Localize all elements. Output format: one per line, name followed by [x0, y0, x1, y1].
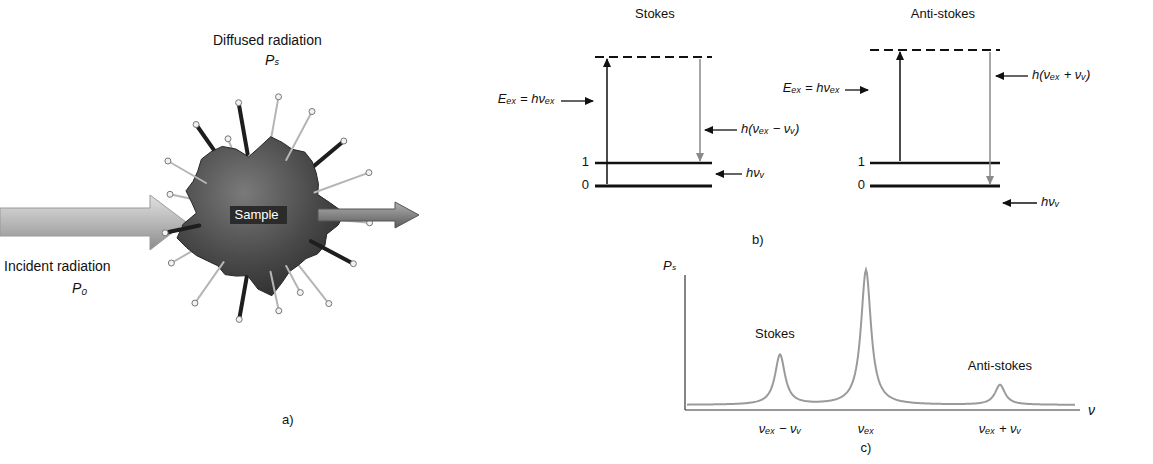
- energy-level-1: [595, 162, 712, 165]
- text-label: h(νₑₓ + νᵥ): [1032, 67, 1090, 83]
- text-label: Anti-stokes: [911, 6, 975, 22]
- scattered-ray: [311, 241, 353, 264]
- ray-head: [193, 122, 199, 128]
- excitation-arrow: [899, 52, 901, 161]
- text-label: Stokes: [755, 326, 795, 342]
- text-label: Stokes: [635, 6, 675, 22]
- spectrum-curve: [687, 270, 1075, 405]
- text-label: νₑₓ − νᵥ: [759, 421, 801, 437]
- text-label: Incident radiation: [4, 258, 111, 275]
- text-label: Pₛ: [663, 258, 677, 274]
- text-label: 1: [858, 154, 865, 170]
- pointer-arrow: [716, 173, 742, 174]
- text-label: h(νₑₓ − νᵥ): [741, 121, 799, 137]
- text-label: Anti-stokes: [968, 358, 1032, 374]
- ray-head: [167, 191, 173, 197]
- energy-level-0: [595, 185, 712, 188]
- pointer-arrow: [996, 75, 1028, 76]
- ray-head: [326, 301, 332, 307]
- text-label: 0: [858, 177, 865, 193]
- ray-head: [276, 94, 282, 100]
- text-label: Eₑₓ = hνₑₓ: [783, 80, 840, 96]
- ray-head: [276, 308, 282, 314]
- ray-head: [225, 136, 231, 142]
- text-label: b): [752, 232, 764, 248]
- ray-head: [350, 261, 356, 267]
- text-label: Diffused radiation: [213, 32, 322, 49]
- ray-head: [341, 138, 347, 144]
- text-label: Pₛ: [265, 52, 280, 69]
- scattered-ray: [271, 272, 279, 311]
- text-label: hνᵥ: [746, 165, 764, 181]
- ray-head: [236, 316, 242, 322]
- scattered-ray: [286, 266, 300, 293]
- scattered-ray: [286, 112, 312, 161]
- text-label: νₑₓ + νᵥ: [979, 421, 1021, 437]
- text-label: νₑₓ: [858, 421, 875, 437]
- scattered-ray: [295, 260, 329, 303]
- text-label: P₀: [72, 280, 87, 297]
- ray-head: [366, 170, 372, 176]
- virtual-level: [870, 49, 1000, 51]
- excitation-arrow: [606, 59, 608, 184]
- energy-level-1: [870, 162, 1000, 165]
- ray-head: [165, 158, 171, 164]
- node-text: Sample: [235, 207, 282, 223]
- scattered-ray: [314, 173, 369, 193]
- emission-arrow: [989, 52, 991, 184]
- scattered-ray: [195, 262, 224, 303]
- pointer-arrow: [561, 100, 593, 101]
- text-label: Eₑₓ = hνₑₓ: [498, 91, 555, 107]
- scattered-ray: [168, 161, 206, 183]
- text-label: c): [861, 440, 872, 456]
- pointer-arrow: [845, 89, 868, 90]
- y-axis: [684, 275, 685, 410]
- text-label: a): [282, 412, 294, 428]
- text-label: hνᵥ: [1041, 194, 1059, 210]
- ray-head: [297, 290, 303, 296]
- emission-arrow: [699, 59, 701, 161]
- virtual-level: [595, 56, 712, 58]
- pointer-arrow: [705, 129, 737, 130]
- text-label: 0: [582, 177, 589, 193]
- ray-head: [309, 109, 315, 115]
- scattered-ray: [165, 226, 199, 233]
- text-label: 1: [582, 154, 589, 170]
- ray-head: [168, 260, 174, 266]
- x-axis: [685, 409, 1080, 410]
- energy-level-0: [870, 185, 1000, 188]
- ray-head: [192, 300, 198, 306]
- transmitted-arrow: [318, 202, 419, 228]
- ray-head: [162, 230, 168, 236]
- scattered-ray: [239, 103, 248, 154]
- scattered-ray: [239, 272, 247, 319]
- incident-arrow: [0, 195, 186, 250]
- sample-label-box: Sample: [230, 206, 287, 224]
- ray-head: [236, 100, 242, 106]
- pointer-arrow: [1003, 202, 1037, 203]
- text-label: ν: [1088, 402, 1095, 419]
